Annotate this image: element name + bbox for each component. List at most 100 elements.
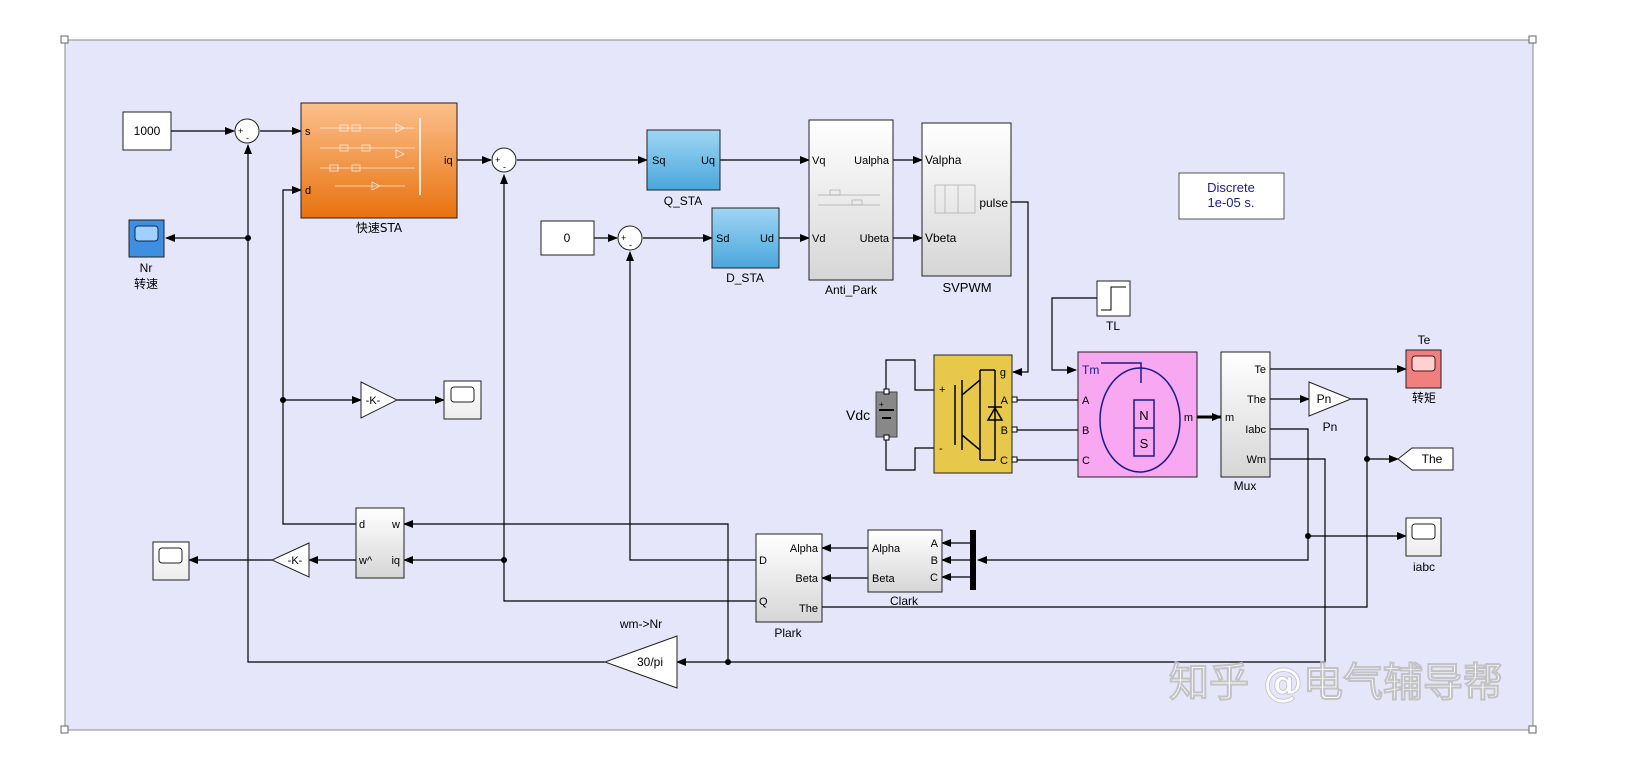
gain-k-lower-value: -K- — [288, 555, 303, 567]
anti-park-in2: Vd — [812, 233, 825, 245]
inverter-plus: + — [939, 384, 945, 396]
inverter-b: B — [1001, 425, 1008, 437]
observer-out2: iq — [391, 555, 400, 567]
park-in1: Alpha — [790, 543, 819, 555]
svpwm-name: SVPWM — [942, 280, 991, 295]
scope-upper[interactable] — [443, 380, 482, 420]
scope-nr-name: Nr — [140, 261, 153, 275]
gain-k-upper-value: -K- — [366, 395, 381, 407]
mux-in: m — [1225, 412, 1234, 424]
constant-speed-ref[interactable]: 1000 — [122, 111, 172, 151]
park-in3: The — [799, 603, 818, 615]
svpwm-in1: Valpha — [925, 153, 962, 167]
d-sta-out: Ud — [760, 233, 774, 245]
scope-nr[interactable]: Nr 转速 — [128, 219, 165, 291]
inverter-g: g — [1000, 367, 1006, 379]
pmsm-motor-block[interactable]: N S Tm A B C m — [1077, 351, 1198, 478]
motor-s: S — [1140, 436, 1149, 451]
q-sta-out: Uq — [701, 155, 715, 167]
inverter-a: A — [1001, 395, 1009, 407]
fast-sta-name: 快速STA — [356, 221, 403, 235]
motor-b: B — [1082, 425, 1089, 437]
clark-block[interactable]: Alpha Beta A B C Clark — [867, 529, 943, 608]
mux-name: Mux — [1234, 479, 1257, 493]
scope-iabc-name: iabc — [1413, 560, 1435, 574]
pn-gain[interactable]: Pn Pn — [1308, 381, 1353, 434]
gain-k-upper[interactable]: -K- — [360, 381, 399, 419]
wm-nr-name: wm->Nr — [619, 617, 662, 631]
goto-the-value: The — [1422, 452, 1443, 466]
d-sta-in: Sd — [716, 233, 729, 245]
park-block[interactable]: D Q Alpha Beta The Plark — [755, 533, 823, 640]
sum-speed[interactable]: + - — [234, 118, 260, 144]
clark-in3: C — [930, 572, 938, 584]
observer-in2: w^ — [358, 555, 373, 567]
scope-nr-subname: 转速 — [134, 276, 158, 291]
constant-d-ref[interactable]: 0 — [540, 220, 595, 256]
watermark: 知乎 @电气辅导帮 — [1169, 660, 1503, 706]
fast-sta-port-iq: iq — [444, 155, 453, 167]
sum-q[interactable]: + - — [491, 147, 517, 173]
sum-q-minus: - — [503, 162, 506, 172]
mux-out2: The — [1247, 394, 1266, 406]
sum-d-plus: + — [621, 233, 626, 243]
anti-park-block[interactable]: Vq Vd Ualpha Ubeta Anti_Park — [808, 119, 894, 297]
anti-park-name: Anti_Park — [825, 283, 878, 297]
gain-k-lower[interactable]: -K- — [270, 542, 310, 578]
clark-out2: Beta — [872, 573, 896, 585]
motor-a: A — [1082, 395, 1090, 407]
mux-out3: Iabc — [1245, 424, 1266, 436]
vdc-source[interactable]: + Vdc — [846, 388, 898, 441]
svpwm-block[interactable]: Valpha Vbeta pulse SVPWM — [921, 122, 1012, 295]
sample-time-line2: 1e-05 s. — [1208, 195, 1255, 210]
park-out1: D — [759, 555, 767, 567]
anti-park-in1: Vq — [812, 155, 825, 167]
wire-junctions — [245, 235, 1370, 665]
observer-in1: d — [359, 519, 365, 531]
motor-n: N — [1139, 408, 1148, 423]
svpwm-out: pulse — [979, 196, 1008, 210]
sum-d-minus: - — [629, 240, 632, 250]
d-sta-block[interactable]: Sd Ud D_STA — [711, 207, 780, 285]
motor-c: C — [1082, 455, 1090, 467]
resize-handle-br[interactable] — [1528, 725, 1537, 734]
inverter-c: C — [1000, 455, 1008, 467]
observer-block[interactable]: d w^ w iq — [355, 507, 405, 579]
goto-the[interactable]: The — [1397, 447, 1454, 471]
constant-speed-ref-value: 1000 — [134, 124, 161, 138]
demux-bar[interactable] — [970, 530, 976, 590]
wm-nr-value: 30/pi — [637, 655, 663, 669]
park-name: Plark — [774, 626, 802, 640]
observer-out1: w — [391, 519, 400, 531]
q-sta-block[interactable]: Sq Uq Q_STA — [646, 129, 721, 208]
tl-step-block[interactable]: TL — [1096, 280, 1131, 333]
wm-nr-gain[interactable]: wm->Nr 30/pi — [603, 617, 678, 689]
sum-q-plus: + — [495, 155, 500, 165]
mux-out1: Te — [1254, 364, 1266, 376]
anti-park-out1: Ualpha — [854, 155, 890, 167]
scope-te[interactable]: Te 转矩 — [1405, 333, 1442, 405]
resize-handle-bl[interactable] — [60, 725, 69, 734]
motor-m: m — [1184, 412, 1193, 424]
vdc-plus: + — [879, 400, 884, 409]
mux-block[interactable]: m Te The Iabc Wm Mux — [1220, 351, 1271, 493]
inverter-block[interactable]: g + - A B C — [933, 354, 1018, 474]
scope-te-subname: 转矩 — [1412, 390, 1436, 405]
scope-lower-left[interactable] — [152, 541, 190, 581]
park-out2: Q — [759, 596, 768, 608]
signal-wires — [165, 127, 1407, 666]
resize-handle-tr[interactable] — [1528, 35, 1537, 44]
pn-name: Pn — [1323, 420, 1338, 434]
fast-sta-subsystem[interactable]: s d iq 快速STA — [300, 102, 458, 235]
sample-time-annotation[interactable]: Discrete 1e-05 s. — [1178, 172, 1285, 220]
resize-handle-tl[interactable] — [60, 35, 69, 44]
sum-speed-minus: - — [246, 133, 249, 143]
sum-d[interactable]: + - — [617, 225, 643, 251]
q-sta-name: Q_STA — [664, 194, 702, 208]
sum-speed-plus: + — [238, 126, 243, 136]
q-sta-in: Sq — [652, 155, 665, 167]
tl-name: TL — [1106, 319, 1120, 333]
scope-iabc[interactable]: iabc — [1405, 517, 1442, 574]
inverter-minus: - — [939, 443, 943, 455]
